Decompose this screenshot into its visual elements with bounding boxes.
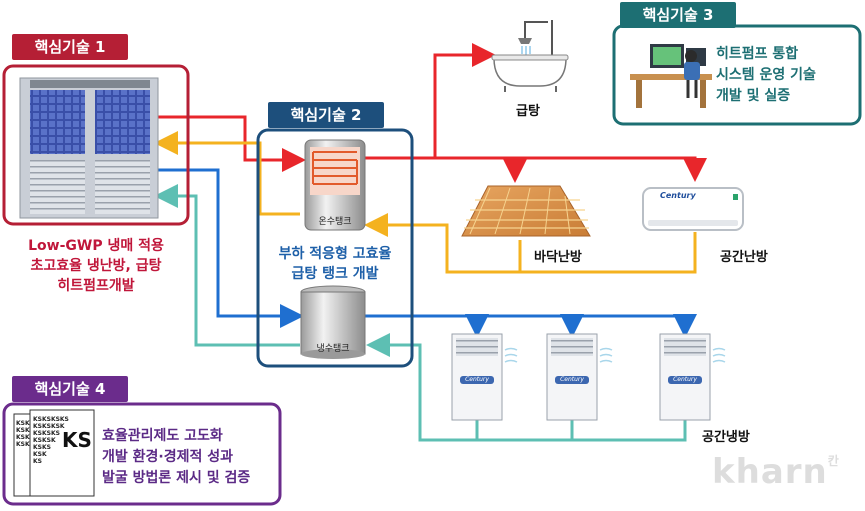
ks-pattern-line: KS [33,458,42,465]
core3-line: 히트펌프 통합 [716,46,799,62]
hot-distribution-pipe [365,156,707,182]
ks-document-pattern: KSKSKSKS KSKSKSK KSKSKS KSKSK [16,420,30,448]
core2-line: 급탕 탱크 개발 [291,266,379,282]
ac-brand-label-1: Century [465,376,489,383]
core1-frame [2,64,190,226]
heating-return-pipe [364,213,697,274]
floor-heating-label: 바닥난방 [534,250,582,265]
ks-document-icon [13,409,95,497]
ks-pattern-line: KSKSK [16,441,30,448]
core3-frame [612,24,862,126]
core2-line: 부하 적응형 고효율 [278,246,392,262]
floor-heating-panel [461,185,591,237]
watermark: kharn칸 [712,452,840,492]
ac-brand-label: Century [660,191,696,200]
hot-tank-label: 온수탱크 [318,217,352,227]
core2-frame [256,128,414,368]
core2-description: 부하 적응형 고효율 급탕 탱크 개발 [262,244,408,284]
space-heating-label: 공간난방 [720,250,768,265]
bathtub-icon [491,20,569,92]
ks-pattern-line: KSKS [33,444,51,451]
watermark-text: kharn [712,452,828,492]
ac-brand-label-2: Century [560,376,584,383]
hot-water-tank [304,139,366,231]
ks-document-pattern-2: KSKSKSKS KSKSKSK KSKSKS KSKSK KSKS KSK K… [33,416,73,465]
ks-pattern-line: KSKSK [33,437,56,444]
hot-water-label: 급탕 [516,104,540,119]
ks-pattern-line: KSKSKS [33,430,60,437]
hot-water-pipe [433,43,496,158]
ks-pattern-line: KSKSKS [16,434,30,441]
core3-line: 개발 및 실증 [716,88,791,104]
standing-ac-unit-1 [451,333,503,421]
heat-pump-unit [19,77,159,219]
standing-ac-unit-3 [659,333,711,421]
hot-return-pipe [154,131,300,216]
core4-line: 발굴 방법론 제시 및 검증 [102,470,251,486]
core4-tag: 핵심기술 4 [12,376,128,402]
core1-line: 히트펌프개발 [57,278,135,294]
core4-line: 개발 환경·경제적 성과 [102,449,233,465]
ks-logo: KS [62,428,92,452]
core3-description: 히트펌프 통합 시스템 운영 기술 개발 및 실증 [716,44,858,107]
wall-ac-unit [642,187,744,231]
core3-tag: 핵심기술 3 [620,2,736,28]
ks-pattern-line: KSKSKSK [16,427,30,434]
core1-line: 초고효율 냉난방, 급탕 [30,258,162,274]
ks-pattern-line: KSK [33,451,47,458]
cool-air-icon [504,347,726,363]
standing-ac-unit-2 [546,333,598,421]
core2-tag: 핵심기술 2 [268,102,384,128]
core1-tag: 핵심기술 1 [12,34,128,60]
ks-pattern-line: KSKSKSK [33,423,65,430]
ks-pattern-line: KSKSKSKS [33,416,69,423]
cold-water-tank [300,285,366,359]
core1-line: Low-GWP 냉매 적용 [28,238,164,254]
ks-pattern-line: KSKSKSKS [16,420,30,427]
core4-description: 효율관리제도 고도화 개발 환경·경제적 성과 발굴 방법론 제시 및 검증 [102,426,278,489]
cold-return-pipe [154,184,300,347]
core3-line: 시스템 운영 기술 [716,67,816,83]
watermark-suffix: 칸 [827,454,840,468]
operator-icon [630,44,712,108]
ac-brand-label-3: Century [673,376,697,383]
hot-supply-pipe [155,115,306,172]
core4-frame [2,402,282,506]
core4-line: 효율관리제도 고도화 [102,428,223,444]
core1-description: Low-GWP 냉매 적용 초고효율 냉난방, 급탕 히트펌프개발 [4,236,188,296]
space-cooling-label: 공간냉방 [702,430,750,445]
cold-tank-label: 냉수탱크 [316,344,350,354]
cooling-return-pipe [366,333,687,442]
